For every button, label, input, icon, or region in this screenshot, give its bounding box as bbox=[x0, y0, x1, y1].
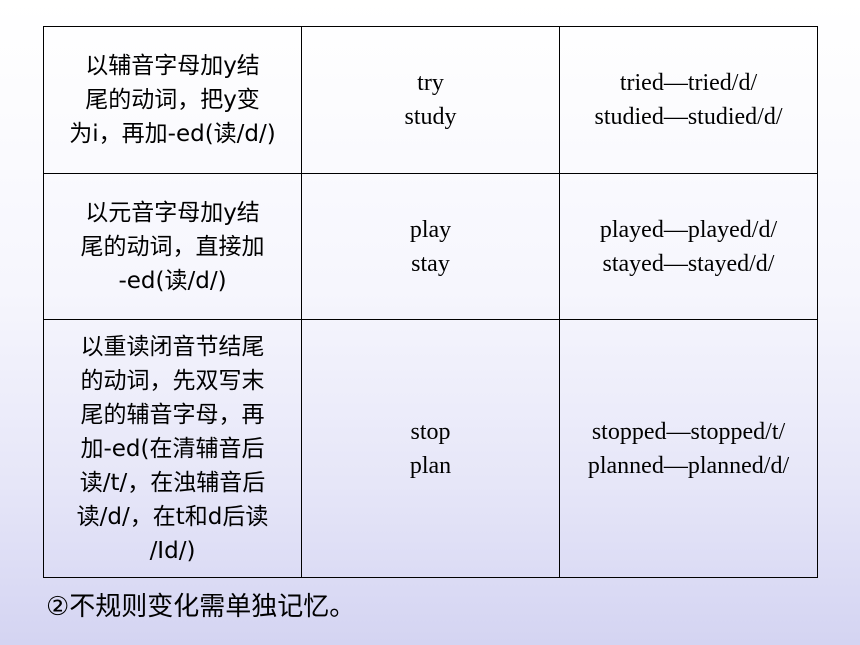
table-row: 以辅音字母加y结 尾的动词，把y变 为i，再加-ed(读/d/) try stu… bbox=[43, 26, 818, 174]
base-form-cell: stop plan bbox=[301, 319, 560, 578]
table-row: 以元音字母加y结 尾的动词，直接加 -ed(读/d/) play stay pl… bbox=[43, 173, 818, 320]
rule-cell: 以元音字母加y结 尾的动词，直接加 -ed(读/d/) bbox=[43, 173, 302, 320]
rule-cell: 以辅音字母加y结 尾的动词，把y变 为i，再加-ed(读/d/) bbox=[43, 26, 302, 174]
rule-text: 以辅音字母加y结 尾的动词，把y变 为i，再加-ed(读/d/) bbox=[69, 53, 276, 147]
past-form-cell: stopped—stopped/t/ planned—planned/d/ bbox=[559, 319, 818, 578]
rule-text: 以重读闭音节结尾 的动词，先双写末 尾的辅音字母，再 加-ed(在清辅音后 读/… bbox=[76, 333, 269, 564]
past-form-cell: played—played/d/ stayed—stayed/d/ bbox=[559, 173, 818, 320]
rule-text: 以元音字母加y结 尾的动词，直接加 -ed(读/d/) bbox=[80, 199, 265, 294]
base-form-cell: try study bbox=[301, 26, 560, 174]
irregular-verbs-note: ②不规则变化需单独记忆。 bbox=[46, 592, 356, 622]
verb-past-tense-rules-table: 以辅音字母加y结 尾的动词，把y变 为i，再加-ed(读/d/) try stu… bbox=[43, 26, 818, 578]
base-form-cell: play stay bbox=[301, 173, 560, 320]
table-row: 以重读闭音节结尾 的动词，先双写末 尾的辅音字母，再 加-ed(在清辅音后 读/… bbox=[43, 319, 818, 578]
rule-cell: 以重读闭音节结尾 的动词，先双写末 尾的辅音字母，再 加-ed(在清辅音后 读/… bbox=[43, 319, 302, 578]
past-form-cell: tried—tried/d/ studied—studied/d/ bbox=[559, 26, 818, 174]
